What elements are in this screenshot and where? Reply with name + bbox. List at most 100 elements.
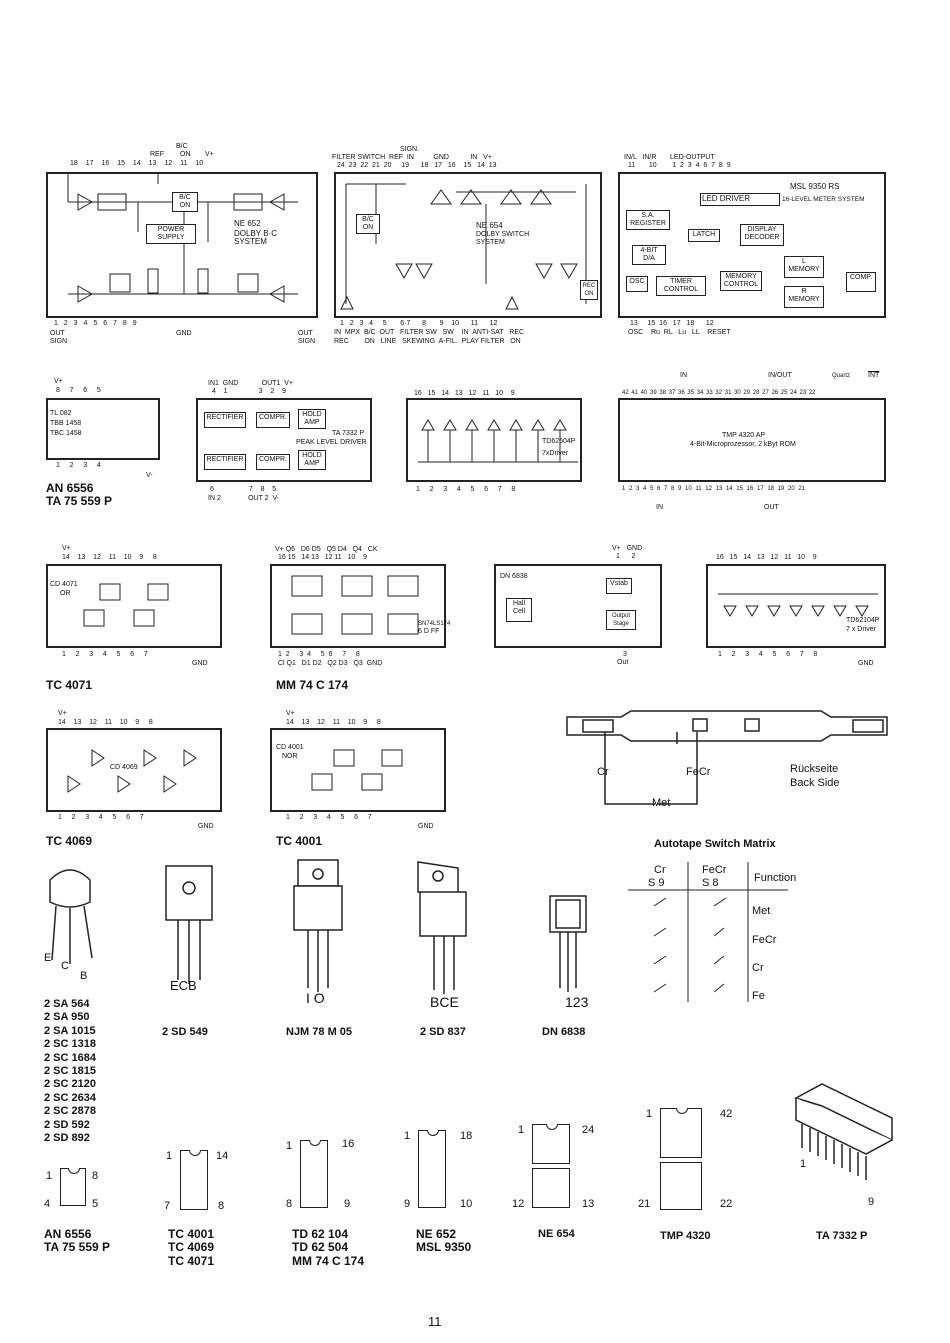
matrix-row-1: Met bbox=[752, 905, 771, 917]
tmp4320-inout-label: IN/OUT bbox=[768, 372, 792, 379]
an6556-top-pins: 8 7 6 5 bbox=[56, 387, 101, 394]
dip42-body-top bbox=[660, 1108, 702, 1158]
ne652-desc: DOLBY B·C SYSTEM bbox=[234, 229, 277, 246]
msl9350-osc: OSC bbox=[626, 276, 648, 292]
tc4069-gnd: GND bbox=[198, 823, 214, 830]
cassette-met-label: Met bbox=[652, 797, 671, 809]
msl9350-name: MSL 9350 RS bbox=[790, 182, 840, 191]
tc4071-top-pins: 14 13 12 11 10 9 8 bbox=[62, 554, 157, 561]
ta7332-desc: PEAK LEVEL DRIVER bbox=[296, 439, 367, 446]
dip8-pin-n: 8 bbox=[92, 1170, 99, 1182]
njm7805-drawing bbox=[293, 859, 343, 992]
mm74c174-desc: 6 D FF bbox=[418, 628, 440, 635]
ne652-gnd: GND bbox=[176, 330, 192, 337]
tc4071-title: TC 4071 bbox=[46, 678, 93, 692]
msl9350-comp: COMP. bbox=[846, 272, 876, 292]
td62104-drivers bbox=[718, 593, 878, 617]
ne652-on-label: ON bbox=[180, 151, 191, 158]
td62104-bottom-pins: 1 2 3 4 5 6 7 8 bbox=[718, 651, 818, 658]
dn6838-bottom-name: Out bbox=[617, 659, 629, 666]
ta7332-bottom-names: IN 2 OUT 2 V- bbox=[208, 495, 280, 502]
msl9350-4bit-da: 4-BIT D/A bbox=[632, 245, 666, 265]
dip8-pin-b: 4 bbox=[44, 1198, 51, 1210]
tmp4320-int-label: INT bbox=[868, 372, 880, 379]
tmp4320-in-label: IN bbox=[680, 372, 687, 379]
tc4071-desc: OR bbox=[60, 590, 71, 597]
dip18-pin-b: 9 bbox=[404, 1198, 411, 1210]
td62504-desc: 7xDriver bbox=[542, 450, 569, 457]
an6556-package bbox=[46, 398, 160, 460]
tc4071-bottom-pins: 1 2 3 4 5 6 7 bbox=[62, 651, 148, 658]
matrix-col3: Function bbox=[754, 872, 797, 884]
to92-part-list: 2 SA 564 2 SA 950 2 SA 1015 2 SC 1318 2 … bbox=[44, 998, 96, 1145]
dn6838-name: DN 6838 bbox=[542, 1026, 586, 1038]
sd549-drawing bbox=[165, 865, 213, 984]
matrix-row-3: Cr bbox=[752, 962, 764, 974]
td62504-top-pins: 16 15 14 13 12 11 10 9 bbox=[414, 390, 515, 397]
dip16-body bbox=[300, 1140, 328, 1208]
td62104-top-pins: 16 15 14 13 12 11 10 9 bbox=[716, 554, 817, 561]
td62504-package bbox=[406, 398, 582, 482]
tc4001-package bbox=[270, 728, 446, 812]
dip24-pin1: 1 bbox=[518, 1124, 525, 1136]
to92-pin-e: E bbox=[44, 952, 52, 964]
ne652-vplus-label: V+ bbox=[205, 151, 214, 158]
tc4069-inverters bbox=[67, 749, 197, 793]
dip16-names: TD 62 104 TD 62 504 MM 74 C 174 bbox=[292, 1227, 365, 1268]
njm7805-name: NJM 78 M 05 bbox=[286, 1026, 353, 1038]
dn6838-top-pins: 1 2 bbox=[616, 553, 636, 560]
dip14-names: TC 4001 TC 4069 TC 4071 bbox=[168, 1227, 215, 1268]
msl9350-top-labels: IN/L IN/R LED-OUTPUT bbox=[624, 154, 715, 161]
dip24-pin-bn: 13 bbox=[582, 1198, 595, 1210]
dip24-names: NE 654 bbox=[538, 1228, 575, 1240]
ta7332-bottom-pins: 6 7 8 5 bbox=[210, 486, 277, 493]
ta7332-hold-amp-1: HOLD AMP bbox=[298, 409, 326, 429]
msl9350-memory-control: MEMORY CONTROL bbox=[720, 271, 762, 291]
td62104-package bbox=[706, 564, 886, 648]
msl9350-bottom-names: OSC Ru RL Lu LL RESET bbox=[628, 329, 731, 336]
an6556-vplus: V+ bbox=[54, 378, 63, 385]
dip24-pin-n: 24 bbox=[582, 1124, 595, 1136]
ne654-bc-on-block: B/C ON bbox=[356, 214, 380, 234]
an6556-title: AN 6556 TA 75 559 P bbox=[46, 481, 113, 509]
ne654-package bbox=[334, 172, 602, 318]
an6556-line-3: TBC 1458 bbox=[50, 430, 82, 437]
msl9350-bottom-pins: 13 15 16 17 18 12 bbox=[630, 320, 714, 327]
dn6838-vstab: Vstab bbox=[606, 578, 632, 594]
dip42-pin-n: 42 bbox=[720, 1108, 733, 1120]
dip8-pin1: 1 bbox=[46, 1170, 53, 1182]
msl9350-desc: 16-LEVEL METER SYSTEM bbox=[782, 196, 865, 203]
msl9350-display-decoder: DISPLAY DECODER bbox=[740, 224, 784, 246]
dip16-pin-b: 8 bbox=[286, 1198, 293, 1210]
ne652-out-sign-2: OUT SIGN. bbox=[298, 330, 318, 345]
matrix-row-2: FeCr bbox=[752, 934, 777, 946]
dn6838-top-labels: V+ GND bbox=[612, 545, 643, 552]
dip14-pin-n: 14 bbox=[216, 1150, 229, 1162]
sd549-name: 2 SD 549 bbox=[162, 1026, 208, 1038]
cassette-back-label-1: Rückseite bbox=[790, 763, 839, 775]
tmp4320-quartz-label: Quartz bbox=[832, 373, 851, 379]
tc4069-top-pins: 14 13 12 11 10 9 8 bbox=[58, 719, 153, 726]
njm7805-pins: I O bbox=[306, 990, 325, 1006]
tc4001-vplus: V+ bbox=[286, 710, 295, 717]
tmp4320-bottom-in: IN bbox=[656, 504, 663, 511]
sd837-drawing bbox=[417, 861, 467, 994]
msl9350-l-memory: L MEMORY bbox=[784, 256, 824, 278]
dip8-names: AN 6556 TA 75 559 P bbox=[44, 1227, 111, 1255]
ne652-power-supply-block: POWER SUPPLY bbox=[146, 224, 196, 244]
tc4069-title: TC 4069 bbox=[46, 834, 93, 848]
ta7332-hold-amp-2: HOLD AMP bbox=[298, 450, 326, 470]
ne652-package bbox=[46, 172, 318, 318]
matrix-row-4: Fe bbox=[752, 990, 765, 1002]
msl9350-sa-register: S.A. REGISTER bbox=[626, 210, 670, 230]
dip16-pin1: 1 bbox=[286, 1140, 293, 1152]
ne652-name: NE 652 bbox=[234, 219, 261, 228]
dip18-pin-bn: 10 bbox=[460, 1198, 473, 1210]
td62504-bottom-pins: 1 2 3 4 5 6 7 8 bbox=[416, 486, 516, 493]
mm74c174-title: MM 74 C 174 bbox=[276, 678, 349, 692]
sd549-pins: ECB bbox=[170, 978, 197, 993]
tc4001-name: CD 4001 bbox=[276, 744, 304, 751]
cassette-outline bbox=[566, 710, 888, 805]
dip16-pin-n: 16 bbox=[342, 1138, 355, 1150]
dip18-pin-n: 18 bbox=[460, 1130, 473, 1142]
